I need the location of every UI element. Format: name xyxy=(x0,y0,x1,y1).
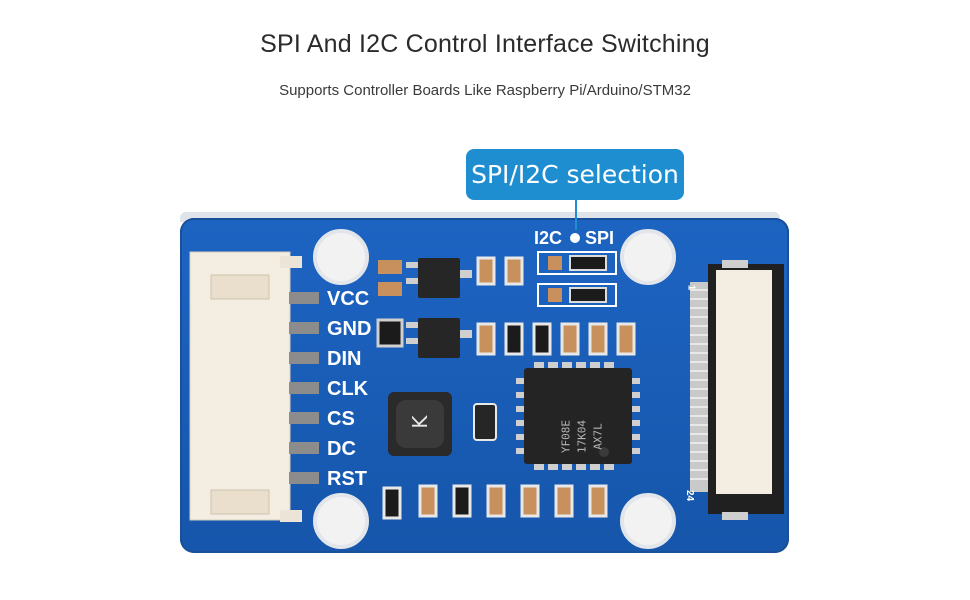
left-connector xyxy=(189,251,319,522)
selection-jumpers xyxy=(537,233,617,307)
pin-label-gnd: GND xyxy=(327,318,372,340)
callout-pointer-line xyxy=(575,200,577,230)
page-title: SPI And I2C Control Interface Switching xyxy=(260,30,710,58)
pin-label-clk: CLK xyxy=(327,378,369,400)
mounting-holes xyxy=(313,229,676,549)
chip-marking-line-2: 17K04 xyxy=(575,419,589,454)
pin-label-vcc: VCC xyxy=(327,288,370,310)
select-label-spi: SPI xyxy=(585,228,615,248)
pin-label-dc: DC xyxy=(327,438,356,460)
pin-label-din: DIN xyxy=(327,348,362,370)
fpc-pin-24-label: 24 xyxy=(684,489,696,502)
inductor xyxy=(388,392,452,456)
fpc-pin-1-label: 1 xyxy=(685,284,697,291)
pin-label-rst: RST xyxy=(327,468,367,490)
chip-marking-line-3: AX7L xyxy=(591,423,605,450)
selection-callout: SPI/I2C selection xyxy=(466,149,684,200)
main-ic xyxy=(516,362,640,470)
inductor-marking: K xyxy=(408,415,432,429)
transistor xyxy=(473,403,497,441)
passive-components xyxy=(376,256,636,520)
select-label-i2c: I2C xyxy=(534,228,563,248)
board-top-edge xyxy=(180,212,780,222)
chip-marking-line-1: YF08E xyxy=(559,419,573,454)
fpc-connector xyxy=(690,260,784,520)
pin-label-cs: CS xyxy=(327,408,355,430)
page-subtitle: Supports Controller Boards Like Raspberr… xyxy=(279,82,691,99)
regulators xyxy=(418,258,460,358)
